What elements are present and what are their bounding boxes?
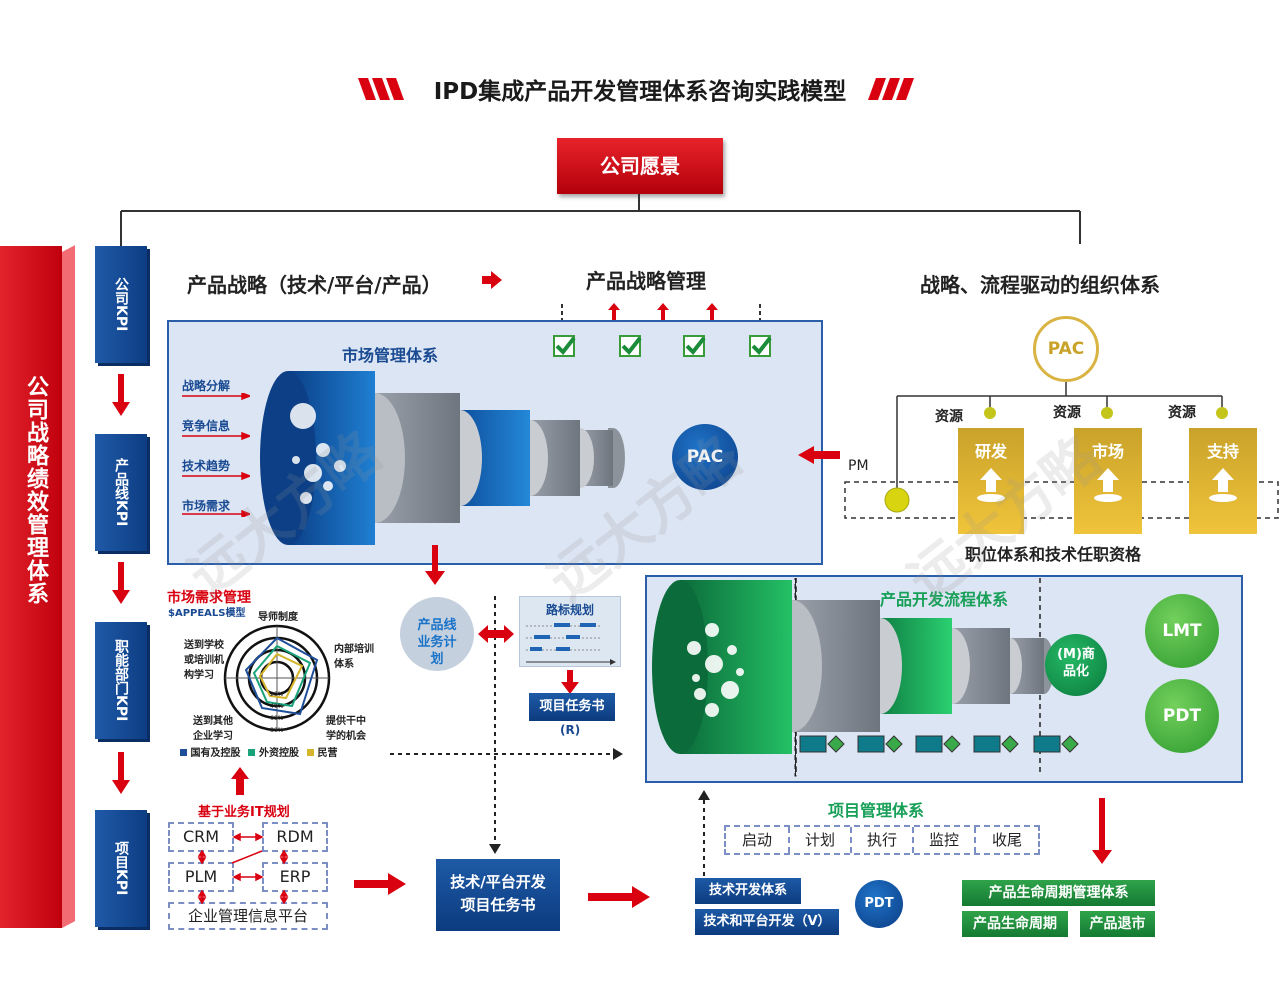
lifecycle-cycle: 产品生命周期 [962, 911, 1068, 937]
legend-item: 民营 [306, 744, 337, 759]
radar-chart [223, 624, 331, 732]
right-arrow-red [482, 271, 502, 289]
pm-label: PM [848, 458, 869, 474]
project-steps: 启动 计划 执行 监控 收尾 [724, 825, 1040, 855]
market-funnel [260, 371, 625, 545]
market-panel-title: 市场管理体系 [342, 346, 439, 365]
strategy-mgmt-title: 产品战略管理 [586, 269, 706, 293]
radar-label-learning: 提供干中学的机会 [326, 716, 366, 742]
it-arrows [197, 832, 289, 904]
radar-scale-40: 40% [270, 703, 284, 710]
product-strategy-title: 产品战略（技术/平台/产品） [187, 273, 442, 297]
up-arrow-icon [977, 468, 1005, 502]
project-title: 项目管理体系 [828, 801, 925, 820]
left-bar [0, 246, 62, 928]
up-arrow-icon [1209, 468, 1237, 502]
lifecycle-exit: 产品退市 [1080, 911, 1155, 937]
dept-market: 市场 [1074, 428, 1142, 534]
resource-dots [984, 407, 1228, 419]
right-arrow-red [354, 873, 406, 895]
title-stripes-left [358, 78, 404, 100]
legend-item: 外资控股 [248, 744, 299, 759]
dev-m-circle: (M)商品化 [1045, 634, 1107, 696]
down-arrow-red [112, 374, 130, 416]
down-arrow-red [112, 562, 130, 604]
tech-dev-system: 技术开发体系 [695, 878, 801, 904]
resource-label-1: 资源 [935, 409, 963, 425]
pdt-circle: PDT [1145, 679, 1219, 753]
down-arrow-red [112, 752, 130, 794]
down-arrow-red [561, 670, 579, 694]
dept-rd: 研发 [958, 428, 1024, 534]
product-line-plan: 产品线业务计划 [400, 597, 474, 671]
kpi-product-line: 产品线KPI [95, 434, 147, 551]
tech-task-book: 技术/平台开发项目任务书 [436, 859, 560, 931]
pm-dot [884, 487, 910, 513]
step-plan: 计划 [790, 827, 852, 853]
radar-scale-20: 20% [270, 691, 284, 698]
radar-label-other: 送到其他企业学习 [193, 716, 233, 742]
right-arrow-red [588, 886, 650, 908]
radar-scale: 20% 40% 60% 80% [270, 689, 283, 737]
down-arrow-red [1092, 798, 1112, 864]
lmt-circle: LMT [1145, 594, 1219, 668]
step-close: 收尾 [991, 831, 1022, 849]
market-input-demand: 市场需求 [182, 499, 231, 513]
step-start: 启动 [726, 827, 790, 853]
demand-subtitle: $APPEALS模型 [168, 608, 246, 619]
radar-label-mentor: 导师制度 [258, 612, 298, 623]
title-stripes-right [868, 78, 914, 100]
kpi-project: 项目KPI [95, 810, 147, 927]
tech-platform-dev: 技术和平台开发（V） [695, 909, 839, 935]
resource-label-3: 资源 [1168, 405, 1196, 421]
it-title: 基于业务IT规划 [198, 805, 290, 820]
roadmap-title: 路标规划 [545, 603, 594, 617]
radar-label-internal: 内部培训体系 [334, 644, 374, 670]
kpi-functional-dept: 职能部门KPI [95, 622, 147, 739]
dept-market-label: 市场 [1091, 442, 1124, 461]
left-arrow-red [798, 446, 840, 464]
left-bar-label: 公司战略绩效管理体系 [23, 375, 48, 605]
market-input-strategy: 战略分解 [182, 379, 231, 393]
demand-title: 市场需求管理 [167, 590, 251, 606]
dept-support: 支持 [1189, 428, 1257, 534]
radar-scale-80: 80% [270, 727, 284, 734]
up-arrow-icon [1094, 468, 1122, 502]
task-book-r: (R) [560, 723, 581, 737]
market-input-tech: 技术趋势 [182, 459, 231, 473]
page-title: IPD集成产品开发管理体系咨询实践模型 [433, 79, 847, 105]
market-pac-circle: PAC [672, 424, 738, 490]
dev-panel-title: 产品开发流程体系 [880, 590, 1009, 609]
lifecycle-system: 产品生命周期管理体系 [962, 880, 1155, 906]
checkbox-row [553, 335, 772, 357]
resource-label-2: 资源 [1053, 405, 1081, 421]
it-platform: 企业管理信息平台 [168, 902, 328, 930]
dev-funnel [652, 578, 1079, 777]
left-bar-side [62, 245, 75, 929]
bidirectional-arrow-red [478, 625, 514, 643]
task-book-button: 项目任务书 [529, 693, 615, 721]
org-caption: 职位体系和技术任职资格 [965, 545, 1142, 564]
step-monitor: 监控 [914, 827, 976, 853]
step-execute: 执行 [852, 827, 914, 853]
market-input-competition: 竞争信息 [182, 419, 231, 433]
radar-label-school: 送到学校或培训机构学习 [184, 640, 224, 681]
roadmap-box: 路标规划 [519, 596, 621, 667]
org-pac-circle: PAC [1033, 316, 1099, 382]
kpi-company: 公司KPI [95, 246, 147, 363]
radar-legend: 国有及控股 外资控股 民营 [180, 744, 337, 759]
dept-rd-label: 研发 [974, 442, 1007, 461]
vision-box: 公司愿景 [557, 138, 723, 194]
tech-pdt-circle: PDT [855, 880, 903, 928]
down-arrow-red [425, 545, 445, 585]
roadmap-chart [526, 623, 616, 665]
up-arrow-red [231, 767, 249, 795]
legend-item: 国有及控股 [180, 744, 240, 759]
org-system-title: 战略、流程驱动的组织体系 [920, 273, 1160, 297]
radar-scale-60: 60% [270, 715, 284, 722]
input-arrows [182, 393, 250, 517]
dept-support-label: 支持 [1206, 442, 1239, 461]
